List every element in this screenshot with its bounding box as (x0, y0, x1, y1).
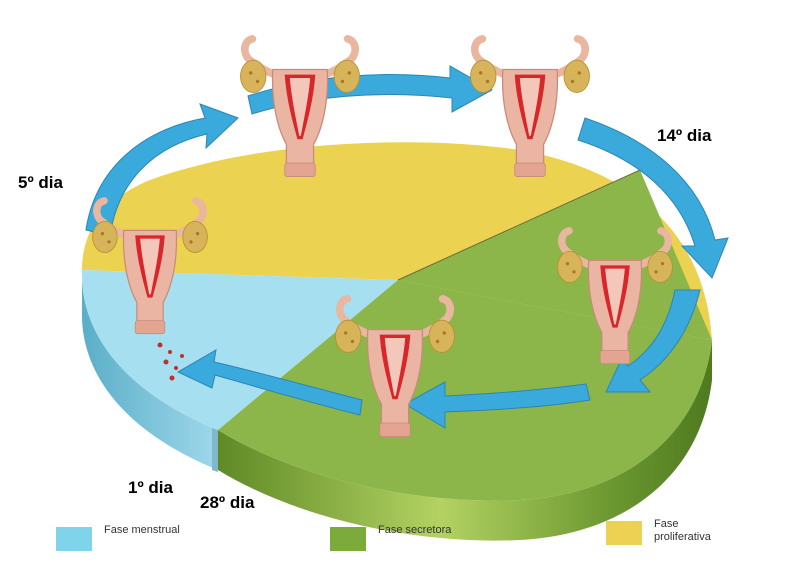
disk-side-menstrual (81, 270, 218, 470)
label-day-28: 28º dia (200, 493, 255, 512)
legend-label-menstrual: Fase menstrual (104, 524, 180, 536)
legend-item-proliferativa: Fase proliferativa (606, 518, 734, 545)
legend-label-secretora: Fase secretora (378, 524, 452, 536)
cycle-arrow-icon (85, 65, 729, 429)
label-day-1: 1º dia (128, 478, 173, 497)
menstrual-flow (157, 342, 184, 381)
legend-swatch-menstrual (56, 527, 92, 551)
label-day-5: 5º dia (18, 173, 63, 192)
legend-item-menstrual: Fase menstrual (56, 524, 184, 551)
disk-side-secretora (218, 340, 712, 541)
legend-swatch-secretora (330, 527, 366, 551)
label-day-14: 14º dia (657, 126, 712, 145)
legend-label-proliferativa: Fase proliferativa (654, 518, 711, 543)
legend-item-secretora: Fase secretora (330, 524, 458, 551)
legend-swatch-proliferativa (606, 521, 642, 545)
